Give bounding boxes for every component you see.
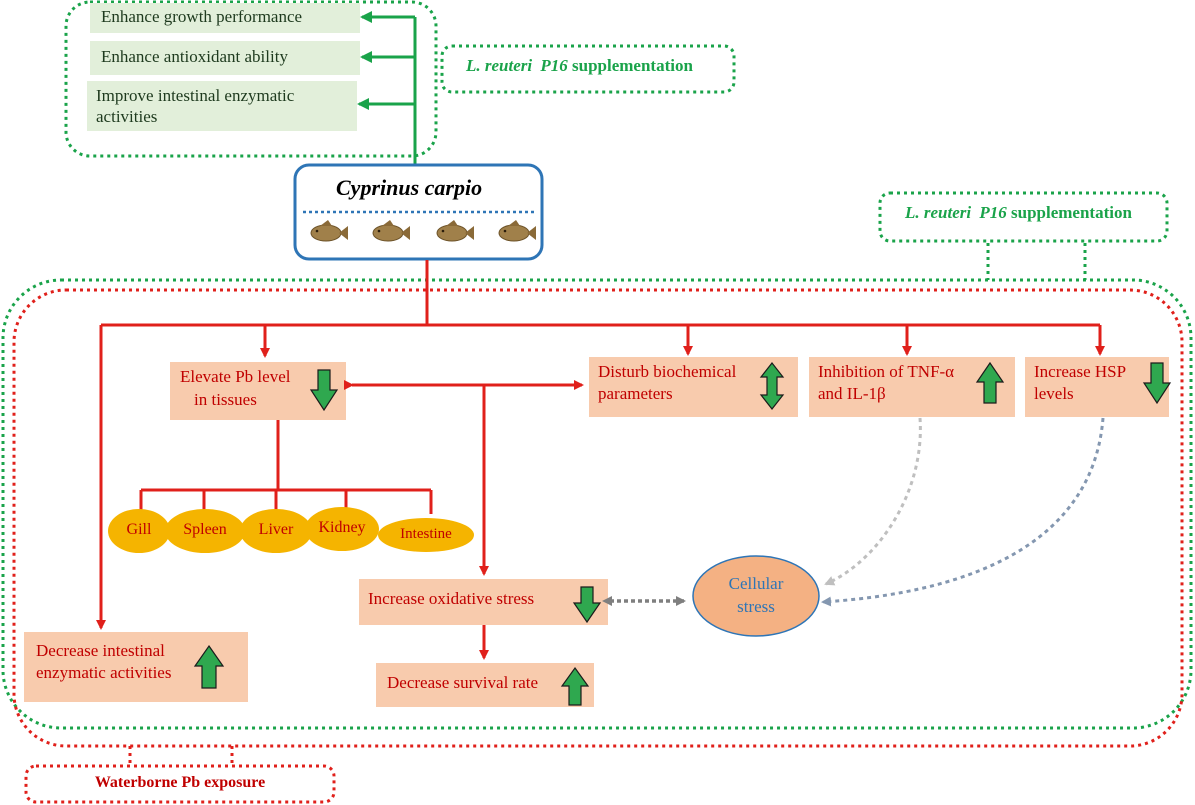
species-title: Cyprinus carpio: [336, 175, 483, 200]
exposure-frame: [12, 288, 1184, 748]
carp-icon-3: [436, 220, 474, 242]
effect-box-hsp: [1025, 357, 1169, 417]
arrow-up-intestinal: [193, 644, 225, 689]
benefit-enzymatic-label-2: activities: [96, 107, 158, 126]
dashed-arrow-tnf-to-cell: [824, 417, 922, 586]
effect-tnf-line1: Inhibition of TNF-α: [818, 362, 955, 381]
benefit-box-enzymatic: [87, 81, 357, 131]
supplementation-box-right: [878, 191, 1169, 243]
benefit-box-growth: [90, 3, 360, 33]
organ-intestine-shape: [378, 518, 474, 552]
effect-tnf-line2: and IL-1β: [818, 384, 886, 403]
organ-liver-label: Liver: [258, 521, 294, 538]
benefit-antioxidant-label: Enhance antioxidant ability: [101, 47, 288, 66]
benefit-frame: [64, 0, 438, 158]
dashed-arrow-hsp-to-cell: [821, 417, 1105, 607]
effect-pb-line1: Elevate Pb level: [180, 367, 291, 386]
supp-strain-top: P16: [540, 56, 568, 75]
organ-spleen-shape: [165, 509, 245, 553]
supplementation-frame: [1, 278, 1193, 730]
arrow-down-oxidative: [572, 586, 602, 624]
effect-hsp-line2: levels: [1034, 384, 1074, 403]
exposure-box: [24, 764, 336, 804]
supplementation-label-right: L. reuteri P16 supplementation: [905, 203, 1132, 223]
effect-box-survival: [376, 663, 594, 707]
effect-box-oxidative: [359, 579, 608, 625]
cellular-stress-line1: Cellular: [728, 574, 784, 593]
supp-species-right: L. reuteri: [905, 203, 972, 222]
arrow-up-tnf: [975, 361, 1005, 404]
exposure-label: Waterborne Pb exposure: [94, 774, 266, 791]
effect-box-biochemical: [589, 357, 798, 417]
organ-spleen-label: Spleen: [183, 521, 227, 538]
carp-icon-4: [498, 220, 536, 242]
supp-suffix-right: supplementation: [1011, 203, 1132, 222]
effect-survival-label: Decrease survival rate: [387, 673, 539, 692]
supp-suffix-top: supplementation: [572, 56, 693, 75]
cellular-stress-node: [692, 555, 820, 637]
supplementation-box-top: [440, 44, 736, 94]
arrow-down-hsp: [1142, 362, 1172, 405]
effect-oxidative-label: Increase oxidative stress: [368, 589, 535, 608]
benefit-box-antioxidant: [90, 41, 360, 75]
supp-strain-right: P16: [979, 203, 1007, 222]
supp-species-top: L. reuteri: [466, 56, 533, 75]
supplementation-label-top: L. reuteri P16 supplementation: [466, 56, 693, 76]
arrow-down-pb: [309, 369, 339, 412]
effect-box-tnf: [809, 357, 1015, 417]
benefit-growth-label: Enhance growth performance: [101, 7, 303, 26]
arrow-updown-biochemical: [759, 362, 785, 410]
effect-biochemical-line1: Disturb biochemical: [598, 362, 737, 381]
cellular-stress-line2: stress: [737, 597, 775, 616]
carp-icon-1: [310, 220, 348, 242]
benefit-enzymatic-label-1: Improve intestinal enzymatic: [96, 86, 295, 105]
organ-gill-label: Gill: [126, 521, 152, 538]
effect-biochemical-line2: parameters: [598, 384, 673, 403]
organ-intestine-label: Intestine: [400, 526, 452, 542]
arrow-up-survival: [560, 666, 590, 706]
effect-hsp-line1: Increase HSP: [1034, 362, 1127, 381]
organ-gill-shape: [108, 509, 170, 553]
organ-kidney-label: Kidney: [318, 519, 366, 536]
effect-intestinal-line1: Decrease intestinal: [36, 641, 165, 660]
organ-kidney-shape: [305, 507, 379, 551]
effect-intestinal-line2: enzymatic activities: [36, 663, 172, 682]
organ-liver-shape: [240, 509, 312, 553]
carp-icon-2: [372, 220, 410, 242]
effect-pb-line2: in tissues: [194, 390, 257, 409]
